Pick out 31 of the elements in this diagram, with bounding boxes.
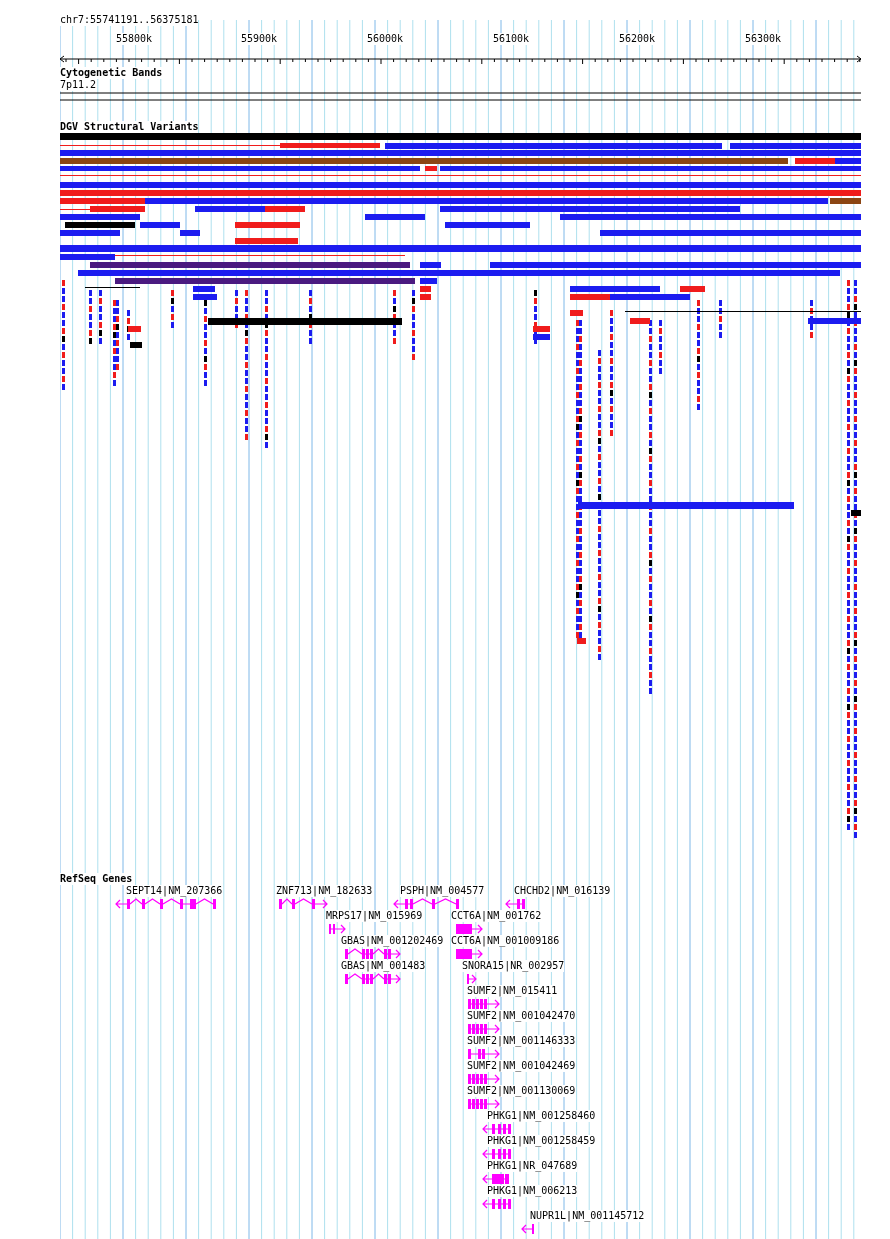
gene-label: SUMF2|NM_001130069 [467, 1085, 576, 1097]
tick-label: 56200k [618, 33, 656, 45]
header-text: 7p11.2 [60, 79, 97, 91]
gene-label: SUMF2|NM_015411 [467, 985, 558, 997]
track-title: DGV Structural Variants [60, 121, 199, 133]
gene-label: SNORA15|NR_002957 [462, 960, 565, 972]
tick-label: 56100k [492, 33, 530, 45]
gene-label: ZNF713|NM_182633 [276, 885, 373, 897]
gene-label: SUMF2|NM_001042470 [467, 1010, 576, 1022]
gene-label: CHCHD2|NM_016139 [514, 885, 611, 897]
gene-label: CCT6A|NM_001009186 [451, 935, 560, 947]
gene-label: SUMF2|NM_001042469 [467, 1060, 576, 1072]
tick-label: 56300k [744, 33, 782, 45]
tick-label: 56000k [366, 33, 404, 45]
gene-label: GBAS|NM_001483 [341, 960, 426, 972]
gene-label: PHKG1|NM_006213 [487, 1185, 578, 1197]
gene-label: CCT6A|NM_001762 [451, 910, 542, 922]
gene-label: PHKG1|NM_001258460 [487, 1110, 596, 1122]
gene-label: SUMF2|NM_001146333 [467, 1035, 576, 1047]
header-text: chr7:55741191..56375181 [60, 14, 199, 26]
gene-label: PHKG1|NR_047689 [487, 1160, 578, 1172]
track-title: RefSeq Genes [60, 873, 133, 885]
gene-label: GBAS|NM_001202469 [341, 935, 444, 947]
tick-label: 55800k [115, 33, 153, 45]
track-title: Cytogenetic Bands [60, 67, 163, 79]
gene-label: SEPT14|NM_207366 [126, 885, 223, 897]
gene-label: MRPS17|NM_015969 [326, 910, 423, 922]
tick-label: 55900k [240, 33, 278, 45]
gene-label: PSPH|NM_004577 [400, 885, 485, 897]
gene-label: PHKG1|NM_001258459 [487, 1135, 596, 1147]
gene-label: NUPR1L|NM_001145712 [530, 1210, 645, 1222]
